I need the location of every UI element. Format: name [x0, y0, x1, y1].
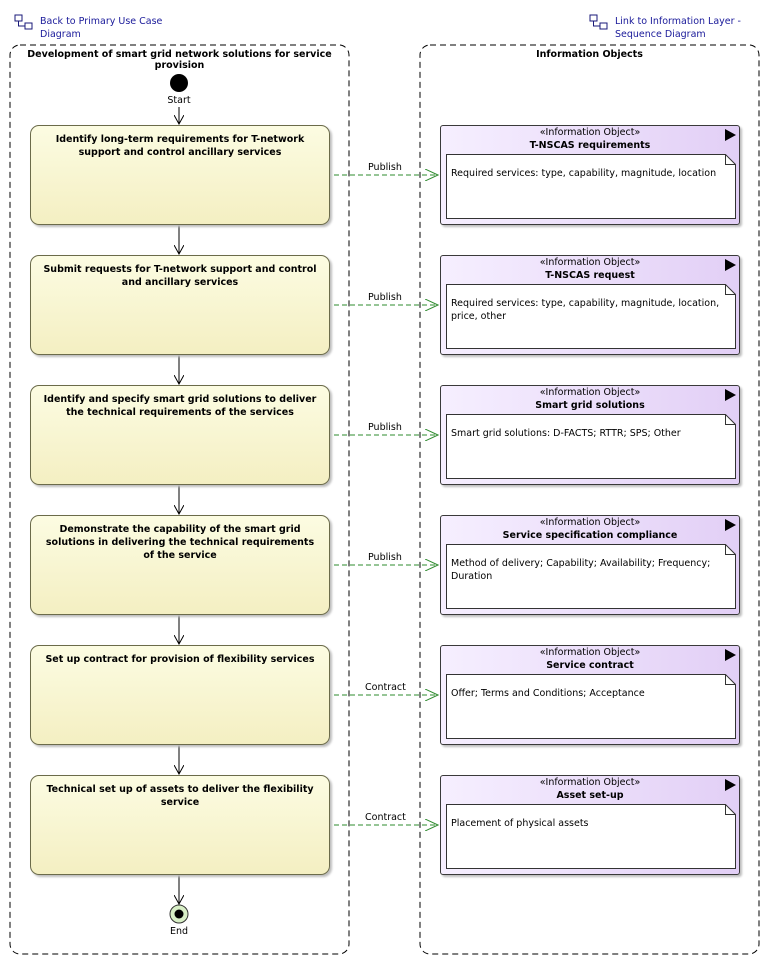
action-demonstrate-capability[interactable]: Demonstrate the capability of the smart …: [30, 515, 330, 615]
action-submit-requests[interactable]: Submit requests for T-network support an…: [30, 255, 330, 355]
information-object-service-contract[interactable]: «Information Object» Service contract Of…: [440, 645, 740, 745]
start-node[interactable]: [170, 74, 188, 92]
object-name: Smart grid solutions: [535, 400, 645, 411]
action-specify-solutions[interactable]: Identify and specify smart grid solution…: [30, 385, 330, 485]
object-note-text: Required services: type, capability, mag…: [451, 168, 717, 179]
object-note: Required services: type, capability, mag…: [446, 154, 736, 219]
action-label: Identify and specify smart grid solution…: [43, 394, 317, 418]
object-note: Method of delivery; Capability; Availabi…: [446, 544, 736, 609]
action-label: Set up contract for provision of flexibi…: [45, 654, 315, 665]
object-note: Placement of physical assets: [446, 804, 736, 869]
object-stereotype: «Information Object»: [539, 127, 641, 138]
object-stereotype: «Information Object»: [539, 517, 641, 528]
information-object-tnscas-requirements[interactable]: «Information Object» T-NSCAS requirement…: [440, 125, 740, 225]
action-label: Identify long-term requirements for T-ne…: [55, 134, 305, 158]
object-note: Smart grid solutions: D-FACTS; RTTR; SPS…: [446, 414, 736, 479]
object-name: Service specification compliance: [502, 530, 678, 541]
object-name: Service contract: [546, 660, 634, 671]
action-label: Demonstrate the capability of the smart …: [45, 524, 315, 561]
object-note: Offer; Terms and Conditions; Acceptance: [446, 674, 736, 739]
note-shape-icon: [446, 284, 736, 349]
object-stereotype: «Information Object»: [539, 777, 641, 788]
flow-label-publish: Publish: [368, 552, 402, 563]
diagram-link-icon: [589, 14, 608, 30]
object-marker-icon: [725, 779, 736, 791]
information-object-tnscas-request[interactable]: «Information Object» T-NSCAS request Req…: [440, 255, 740, 355]
action-set-up-contract[interactable]: Set up contract for provision of flexibi…: [30, 645, 330, 745]
back-link-text[interactable]: Back to Primary Use Case Diagram: [40, 16, 163, 40]
information-object-service-specification-compliance[interactable]: «Information Object» Service specificati…: [440, 515, 740, 615]
object-stereotype: «Information Object»: [539, 647, 641, 658]
action-technical-set-up[interactable]: Technical set up of assets to deliver th…: [30, 775, 330, 875]
object-marker-icon: [725, 129, 736, 141]
flow-label-contract: Contract: [365, 812, 406, 823]
end-node-inner: [174, 909, 184, 919]
object-note-text: Placement of physical assets: [451, 818, 589, 829]
information-object-smart-grid-solutions[interactable]: «Information Object» Smart grid solution…: [440, 385, 740, 485]
object-marker-icon: [725, 259, 736, 271]
note-shape-icon: [446, 674, 736, 739]
object-marker-icon: [725, 649, 736, 661]
object-stereotype: «Information Object»: [539, 257, 641, 268]
object-stereotype: «Information Object»: [539, 387, 641, 398]
diagram-link-icon: [14, 14, 33, 30]
action-label: Technical set up of assets to deliver th…: [46, 784, 314, 808]
object-note-text: Offer; Terms and Conditions; Acceptance: [451, 688, 645, 699]
partition-title-development: Development of smart grid network soluti…: [27, 49, 332, 71]
object-name: T-NSCAS request: [545, 270, 635, 281]
object-note-text: Method of delivery; Capability; Availabi…: [451, 558, 711, 582]
flow-label-publish: Publish: [368, 162, 402, 173]
back-to-use-case-link[interactable]: Back to Primary Use Case Diagram: [14, 14, 163, 41]
object-note-text: Smart grid solutions: D-FACTS; RTTR; SPS…: [451, 428, 681, 439]
note-shape-icon: [446, 804, 736, 869]
information-object-asset-set-up[interactable]: «Information Object» Asset set-up Placem…: [440, 775, 740, 875]
flow-label-contract: Contract: [365, 682, 406, 693]
flow-label-publish: Publish: [368, 422, 402, 433]
object-marker-icon: [725, 519, 736, 531]
start-label: Start: [167, 95, 191, 106]
information-layer-link[interactable]: Link to Information Layer - Sequence Dia…: [589, 14, 741, 41]
information-layer-link-text[interactable]: Link to Information Layer - Sequence Dia…: [615, 16, 741, 40]
note-shape-icon: [446, 414, 736, 479]
note-shape-icon: [446, 544, 736, 609]
object-note-text: Required services: type, capability, mag…: [451, 298, 720, 322]
object-name: T-NSCAS requirements: [529, 140, 651, 151]
object-marker-icon: [725, 389, 736, 401]
action-identify-requirements[interactable]: Identify long-term requirements for T-ne…: [30, 125, 330, 225]
note-shape-icon: [446, 154, 736, 219]
flow-label-publish: Publish: [368, 292, 402, 303]
end-label: End: [169, 926, 189, 937]
action-label: Submit requests for T-network support an…: [43, 264, 317, 288]
partition-title-information-objects: Information Objects: [536, 49, 643, 60]
object-name: Asset set-up: [556, 790, 624, 801]
object-note: Required services: type, capability, mag…: [446, 284, 736, 349]
